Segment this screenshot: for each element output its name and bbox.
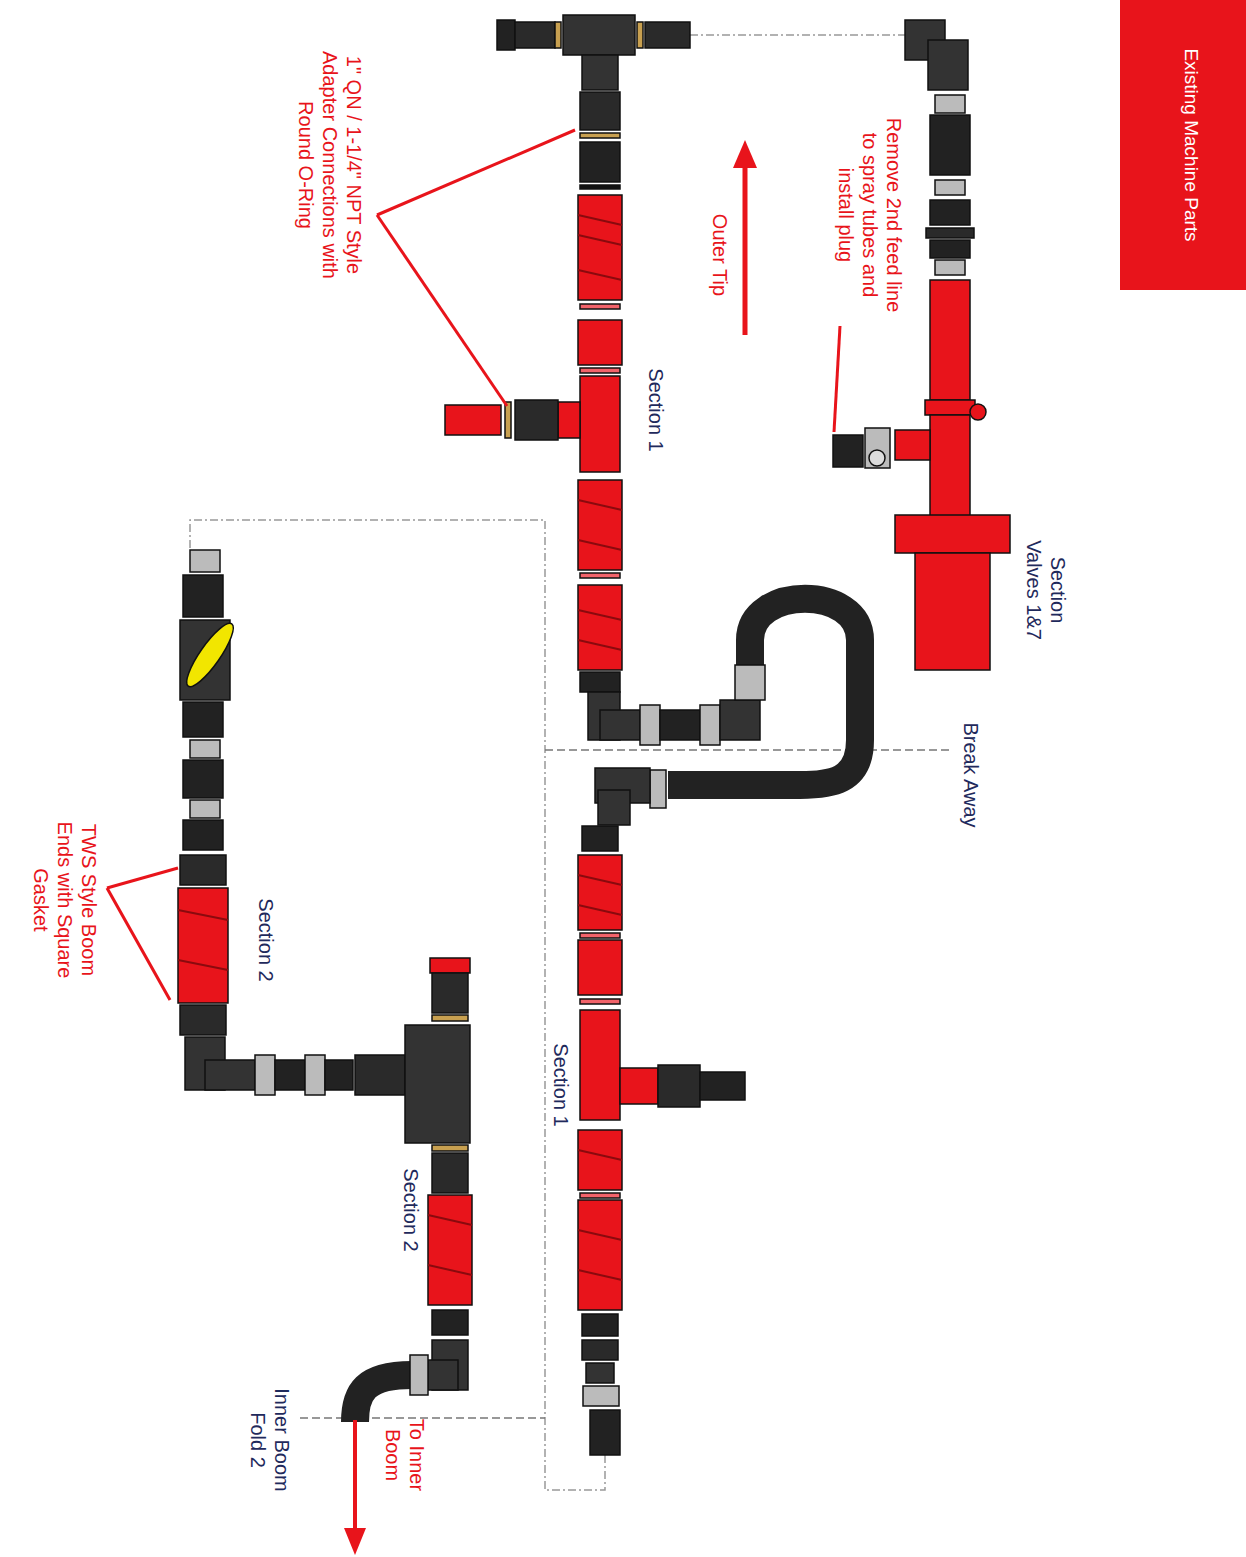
section-label: Section 2 <box>398 1168 422 1251</box>
section-label: Inner Boom Fold 2 <box>246 1380 294 1500</box>
callout-note: Outer Tip <box>708 214 732 296</box>
section-label: Section 1 <box>548 1043 572 1126</box>
arrows-and-leaders <box>107 130 840 1555</box>
hoses <box>355 599 860 1422</box>
pipe-column-c <box>178 550 405 1095</box>
section-label: Section Valves 1&7 <box>1021 533 1069 648</box>
callout-note: 1" QN / 1-1/4" NPT Style Adapter Connect… <box>294 30 366 300</box>
pipe-column-e <box>833 20 1010 670</box>
pipe-column-a <box>445 15 765 745</box>
callout-note: Remove 2nd feed line to spray tubes and … <box>834 110 906 320</box>
section-label: Section 2 <box>253 898 277 981</box>
callout-note: TWS Style Boom Ends with Square Gasket <box>29 815 101 985</box>
section-label: Break Away <box>958 722 982 827</box>
pipe-column-b <box>578 768 745 1455</box>
tab-title: Existing Machine Parts <box>1180 35 1202 255</box>
section-label: Section 1 <box>643 368 667 451</box>
callout-note: To Inner Boom <box>381 1410 429 1500</box>
section-tab: Existing Machine Parts <box>1120 0 1246 290</box>
guide-lines <box>190 35 950 1490</box>
